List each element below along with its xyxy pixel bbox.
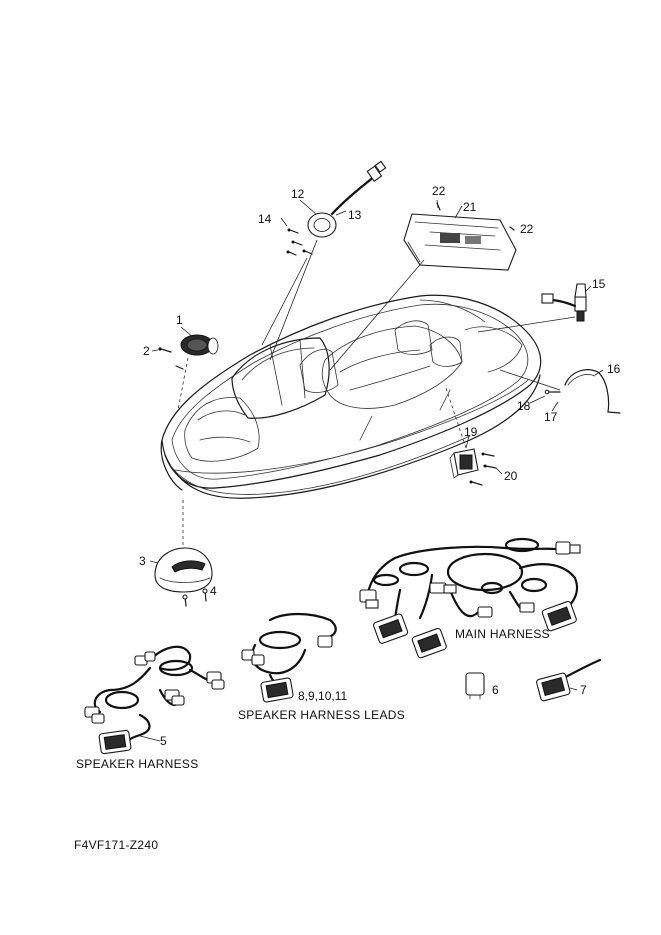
screw-part-2: [158, 347, 184, 370]
bracket-part-16: [544, 369, 621, 414]
main-harness-part: [359, 537, 581, 659]
callout-7: 7: [580, 683, 587, 697]
callout-20: 20: [504, 469, 518, 483]
callout-13: 13: [348, 208, 362, 222]
callout-1: 1: [176, 313, 183, 327]
screw-part-4: [182, 588, 208, 607]
callout-12: 12: [291, 187, 305, 201]
callout-19: 19: [464, 425, 478, 439]
main-harness-caption: MAIN HARNESS: [455, 627, 550, 641]
sensor-part-15: [541, 283, 587, 322]
callout-14: 14: [258, 212, 272, 226]
speaker-part-1: [180, 334, 219, 356]
switch-part-19: [449, 448, 479, 479]
connector-part-7: [536, 658, 602, 702]
speaker-harness-part: [84, 645, 225, 755]
boat-hull: [160, 294, 542, 499]
callout-18: 18: [517, 399, 531, 413]
callout-21: 21: [463, 200, 477, 214]
screws-part-14: [286, 228, 313, 256]
speaker-harness-caption: SPEAKER HARNESS: [76, 757, 199, 771]
callout-17: 17: [544, 410, 558, 424]
callout-15: 15: [592, 277, 606, 291]
callout-6: 6: [492, 683, 499, 697]
callout-3: 3: [139, 554, 146, 568]
callout-22-top: 22: [432, 184, 446, 198]
callout-5: 5: [160, 734, 167, 748]
relay-part-6: [465, 672, 485, 700]
callout-4: 4: [210, 584, 217, 598]
captions: MAIN HARNESS SPEAKER HARNESS LEADS SPEAK…: [74, 627, 550, 852]
module-part-21: [403, 213, 517, 271]
speaker-harness-leads-caption: SPEAKER HARNESS LEADS: [238, 708, 405, 722]
callout-8-11: 8,9,10,11: [298, 689, 347, 703]
callout-22-right: 22: [520, 222, 534, 236]
callout-16: 16: [607, 362, 621, 376]
callouts: 1 2 3 4 5 6 7 8,9,10,11 12 13 14 15 16 1…: [139, 184, 621, 748]
gps-dome-part-3: [154, 547, 213, 593]
speaker-harness-leads-part: [241, 612, 337, 703]
figure-code: F4VF171-Z240: [74, 838, 158, 852]
screws-part-20: [469, 452, 497, 486]
bracket-part-12: [307, 160, 387, 238]
callout-2: 2: [143, 344, 150, 358]
